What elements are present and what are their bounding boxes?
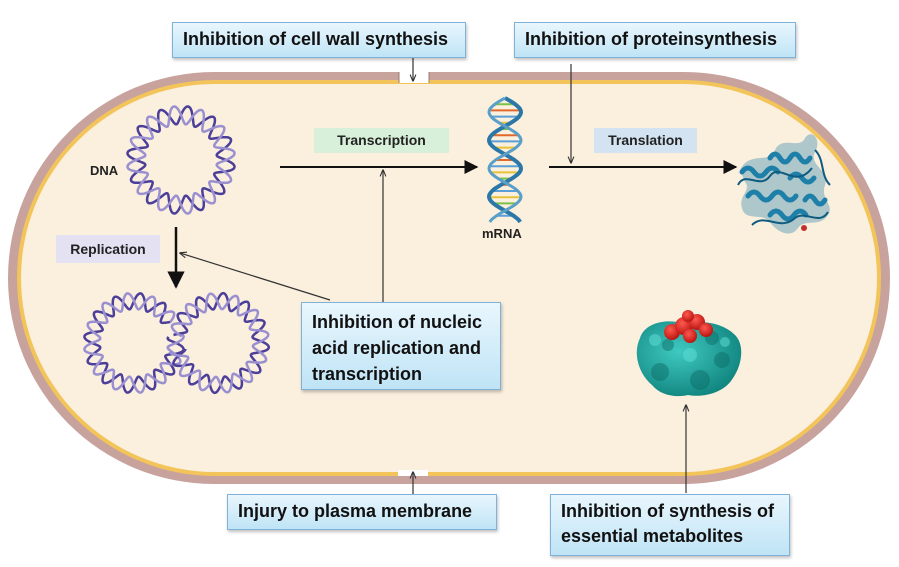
dna-label: DNA — [90, 163, 119, 178]
membrane-injury-callout: Injury to plasma membrane — [227, 494, 497, 530]
transcription-label: Transcription — [314, 128, 449, 153]
translation-label: Translation — [594, 128, 697, 153]
dna-double-helix-icon — [126, 105, 236, 215]
replication-label: Replication — [56, 235, 160, 263]
enzyme-substrate-icon — [636, 310, 742, 397]
cytoplasm — [21, 84, 877, 472]
mrna-label: mRNA — [482, 226, 522, 241]
nucleic-to-replication-pointer — [180, 253, 331, 301]
metabolite-callout-line-1: Inhibition of synthesis of — [561, 501, 774, 521]
protein-ribbon-icon — [737, 134, 831, 234]
nucleic-callout-line-2: acid replication and — [312, 338, 482, 358]
cell-wall-gap-top — [399, 70, 429, 83]
nucleic-callout-line-3: transcription — [312, 364, 423, 384]
nucleic-acid-inhibition-callout: Inhibition of nucleic acid replication a… — [301, 302, 501, 390]
replicated-dna-icon — [83, 291, 271, 395]
metabolite-callout-line-2: essential metabolites — [561, 526, 744, 546]
cell-wall-inhibition-callout: Inhibition of cell wall synthesis — [172, 22, 466, 58]
mrna-strand-icon — [486, 96, 524, 224]
metabolite-inhibition-callout: Inhibition of synthesis of essential met… — [550, 494, 790, 556]
nucleic-callout-line-1: Inhibition of nucleic — [312, 312, 482, 332]
protein-synthesis-inhibition-callout: Inhibition of proteinsynthesis — [514, 22, 796, 58]
